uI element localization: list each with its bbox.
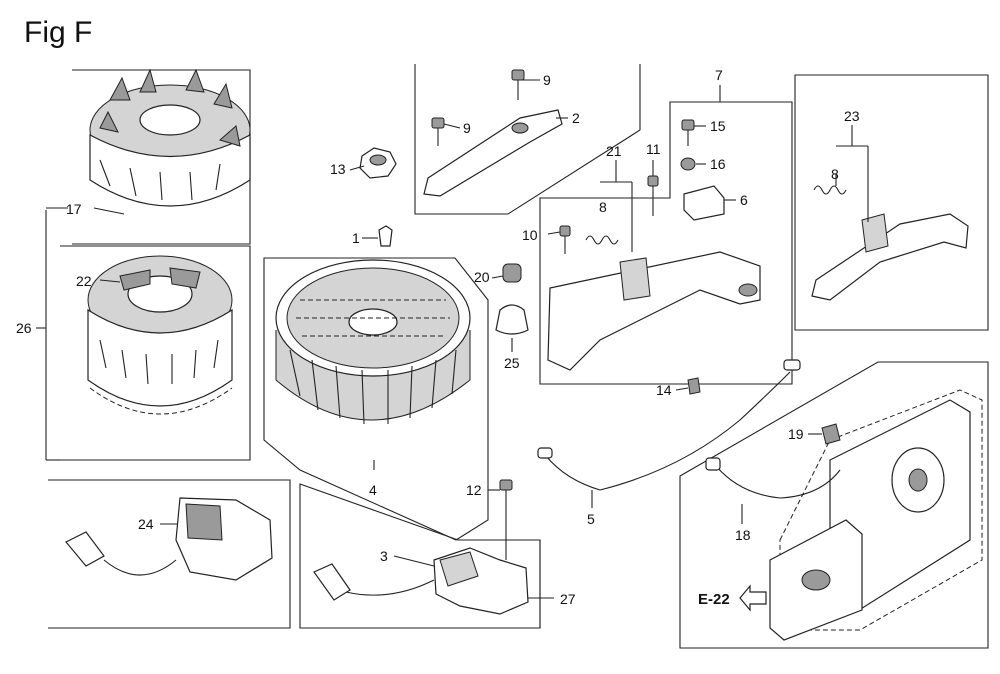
callout-1: 1 [352, 230, 360, 246]
callout-26: 26 [16, 320, 32, 336]
callout-15: 15 [710, 118, 726, 134]
grommet-part-20 [502, 263, 522, 283]
callout-9b: 9 [463, 120, 471, 136]
key-part-1 [378, 225, 393, 247]
panel-flywheel-main [263, 257, 489, 541]
panel-governor-arm [414, 64, 641, 215]
clip-part-14 [687, 377, 701, 395]
bolt-part-10 [559, 225, 571, 254]
panel-ignition-coil-24 [48, 479, 291, 629]
callout-3: 3 [380, 548, 388, 564]
reference-e22-label: E-22 [698, 591, 730, 608]
leader-lines [36, 79, 869, 628]
callout-14: 14 [656, 382, 672, 398]
cap-part-25 [495, 304, 529, 335]
callout-9a: 9 [543, 72, 551, 88]
wire-terminal-5a [537, 447, 553, 459]
callout-18: 18 [735, 527, 751, 543]
reference-arrow-icon [739, 584, 767, 612]
bolt-part-11 [647, 175, 659, 216]
panel-stop-switch [679, 361, 989, 649]
governor-part-23 [811, 185, 969, 301]
cover-assembly [769, 389, 983, 641]
wire-terminal-18 [705, 457, 721, 471]
ignition-coil-part-27 [313, 479, 529, 615]
wire-part-5 [545, 371, 791, 491]
clip-part-19 [821, 423, 841, 445]
callout-2: 2 [572, 110, 580, 126]
callout-19: 19 [788, 426, 804, 442]
flywheel-part-26 [87, 255, 233, 415]
callout-17: 17 [66, 201, 82, 217]
callout-16: 16 [710, 156, 726, 172]
flywheel-part-4 [275, 259, 471, 425]
governor-arm-part-2 [423, 109, 563, 197]
flywheel-part-17 [89, 68, 251, 207]
callout-27: 27 [560, 591, 576, 607]
callout-21: 21 [606, 143, 622, 159]
callout-6: 6 [740, 192, 748, 208]
callout-7: 7 [715, 67, 723, 83]
bolt-part-9-upper [511, 69, 525, 100]
callout-8b: 8 [831, 166, 839, 182]
callout-8a: 8 [599, 199, 607, 215]
callout-13: 13 [330, 161, 346, 177]
bolt-part-9-lower [431, 117, 445, 146]
callout-25: 25 [504, 355, 520, 371]
callout-4: 4 [369, 482, 377, 498]
wire-part-18 [715, 465, 841, 499]
callout-20: 20 [474, 269, 490, 285]
figure-title: Fig F [24, 16, 92, 49]
panel-governor-assembly [539, 101, 793, 385]
wire-terminal-5b [783, 359, 801, 371]
callout-24: 24 [138, 516, 154, 532]
ignition-coil-part-24 [65, 497, 273, 581]
callout-12: 12 [466, 482, 482, 498]
callout-11: 11 [646, 141, 661, 157]
bolt-part-15 [681, 119, 695, 146]
spring-part-8 [585, 235, 619, 245]
washer-part-16 [680, 157, 696, 171]
stop-switch-part-6 [683, 185, 725, 221]
nut-part-13 [359, 147, 397, 179]
callout-10: 10 [522, 227, 538, 243]
panel-governor-sub [794, 74, 989, 331]
callout-5: 5 [587, 511, 595, 527]
callout-22: 22 [76, 273, 92, 289]
callout-23: 23 [844, 108, 860, 124]
panel-flywheel-lower [60, 245, 251, 461]
governor-plate-part-7 [547, 251, 761, 371]
